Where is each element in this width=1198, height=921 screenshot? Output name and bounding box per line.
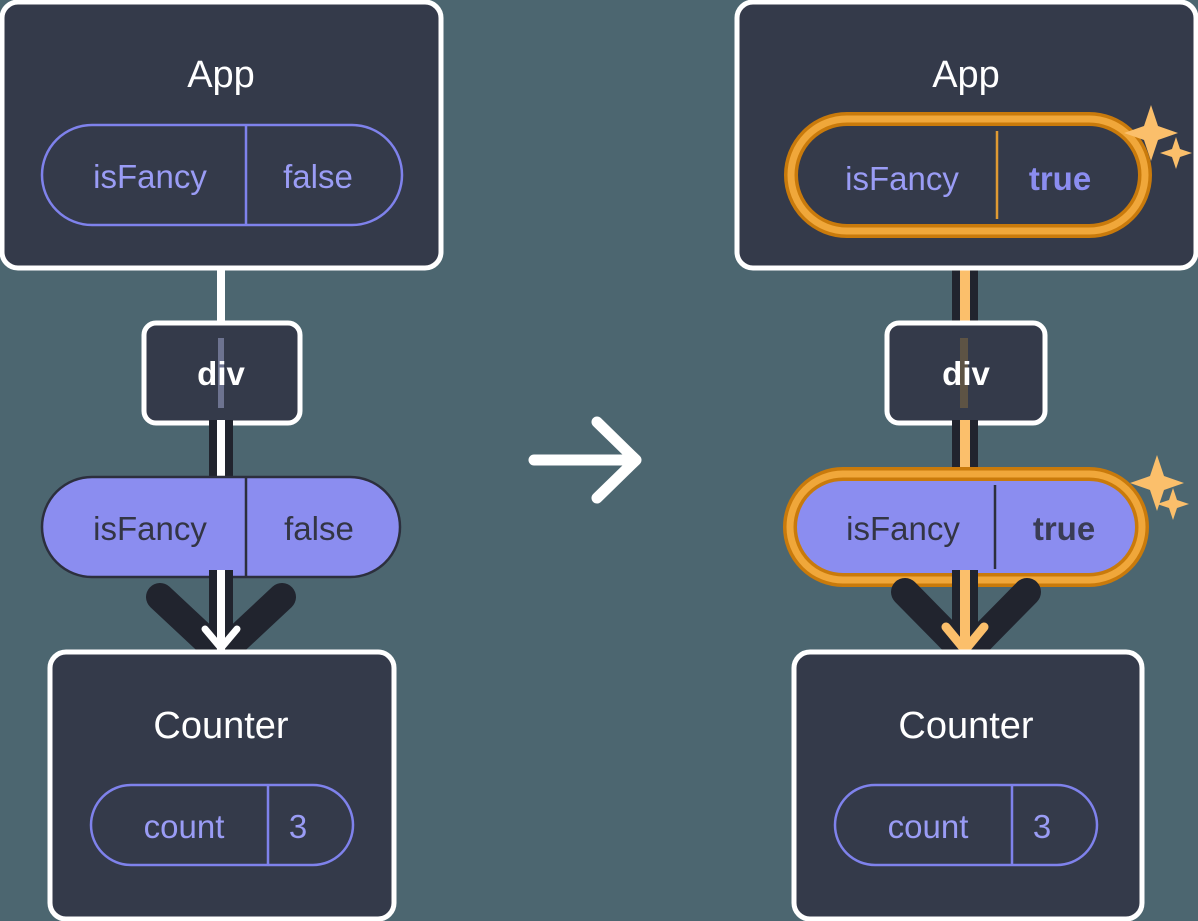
after-counter-title: Counter bbox=[898, 705, 1034, 747]
before-prop-key: isFancy bbox=[93, 510, 207, 547]
transition-arrow-icon bbox=[528, 416, 642, 504]
before-prop-value: false bbox=[284, 510, 354, 547]
before-div-label: div bbox=[197, 355, 245, 392]
after-counter-state-value: 3 bbox=[1032, 808, 1052, 845]
after-counter-state-pill bbox=[833, 783, 1099, 867]
after-prop-value: true bbox=[1032, 510, 1096, 547]
before-prop-pill bbox=[40, 475, 402, 579]
after-prop-sparkle-icon bbox=[1130, 455, 1189, 520]
after-app-title: App bbox=[932, 54, 1000, 96]
before-counter-state-pill bbox=[89, 783, 355, 867]
after-app-state-pill bbox=[784, 112, 1152, 238]
before-app-title: App bbox=[187, 54, 255, 96]
before-arrow-to-counter bbox=[146, 570, 296, 668]
before-counter-state-key: count bbox=[143, 808, 225, 845]
before-app-state-key: isFancy bbox=[93, 158, 207, 195]
after-app-state-key: isFancy bbox=[845, 160, 959, 197]
after-prop-pill bbox=[783, 467, 1149, 587]
before-connector-div-to-prop bbox=[209, 420, 233, 482]
before-app-state-pill bbox=[40, 123, 404, 227]
before-app-panel bbox=[0, 0, 444, 271]
before-app-state-value: false bbox=[283, 158, 353, 195]
after-div-label: div bbox=[942, 355, 990, 392]
after-counter-state-key: count bbox=[887, 808, 969, 845]
after-app-state-value: true bbox=[1028, 160, 1092, 197]
after-app-sparkle-icon bbox=[1124, 105, 1192, 169]
before-counter-title: Counter bbox=[153, 705, 289, 747]
after-prop-key: isFancy bbox=[846, 510, 960, 547]
before-counter-state-value: 3 bbox=[288, 808, 308, 845]
